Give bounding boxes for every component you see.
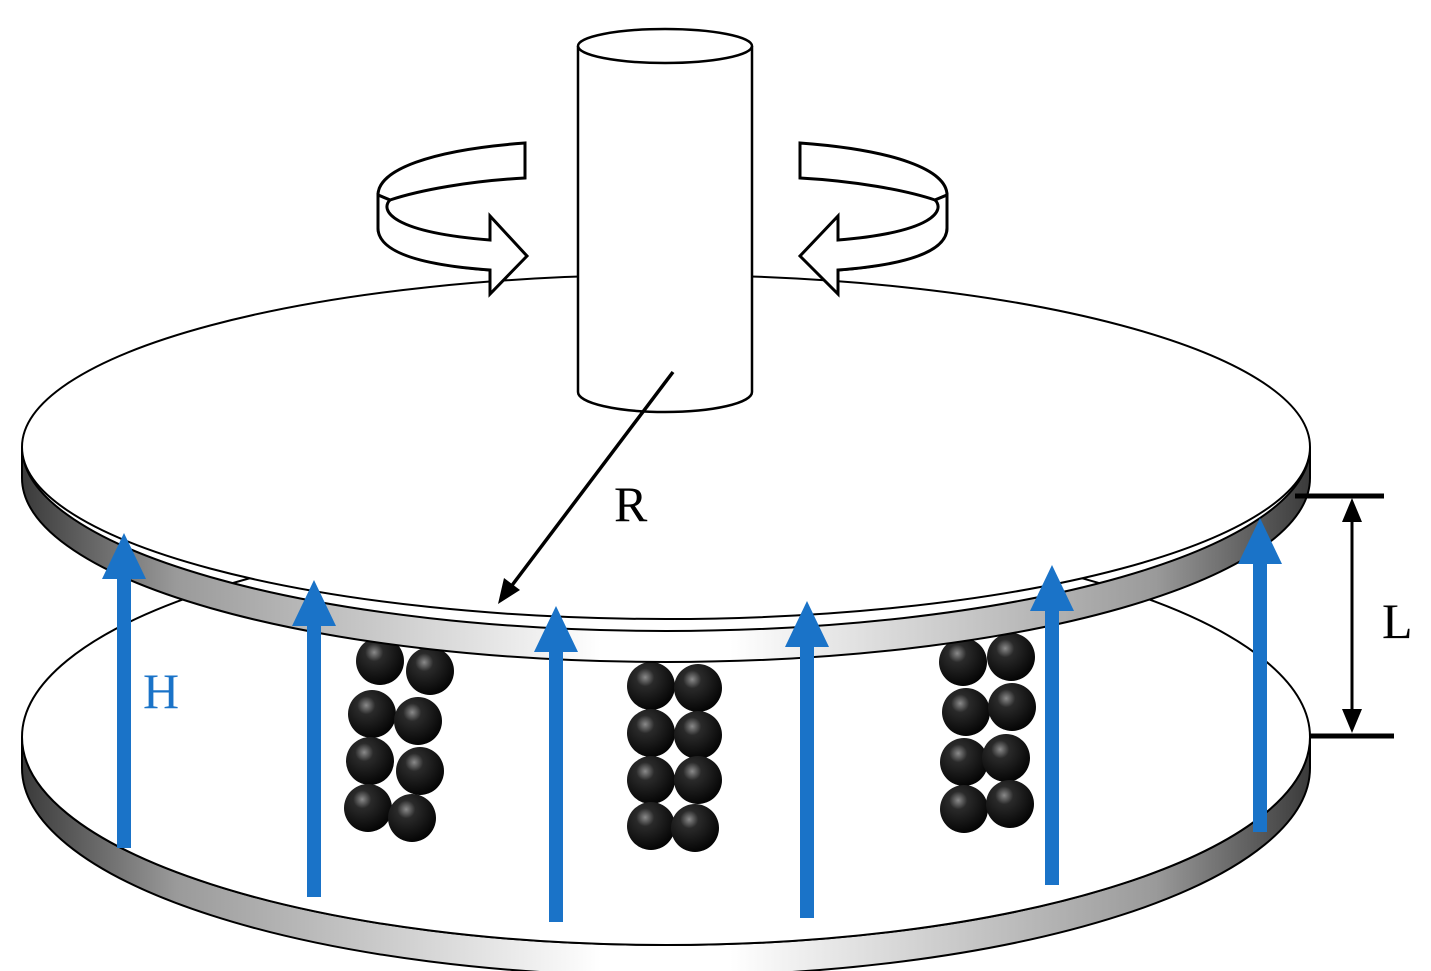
particle-icon bbox=[671, 804, 719, 852]
particle-icon bbox=[986, 780, 1034, 828]
particle-icon bbox=[988, 683, 1036, 731]
gap-label: L bbox=[1382, 593, 1413, 649]
particle-icon bbox=[674, 756, 722, 804]
particle-icon bbox=[982, 734, 1030, 782]
particle-icon bbox=[406, 647, 454, 695]
particle-chains bbox=[344, 633, 1036, 852]
particle-icon bbox=[627, 802, 675, 850]
field-arrow-icon bbox=[1238, 518, 1282, 832]
particle-icon bbox=[346, 737, 394, 785]
particle-icon bbox=[987, 633, 1035, 681]
particle-icon bbox=[940, 785, 988, 833]
particle-icon bbox=[939, 638, 987, 686]
radius-arrow-icon bbox=[498, 370, 675, 604]
particle-icon bbox=[627, 662, 675, 710]
shaft-icon bbox=[576, 27, 754, 414]
particle-icon bbox=[627, 756, 675, 804]
rotation-arrow-left-icon bbox=[376, 141, 530, 298]
left-chain bbox=[344, 637, 454, 842]
particle-icon bbox=[348, 690, 396, 738]
field-arrow-icon bbox=[534, 606, 578, 922]
field-arrow-icon bbox=[1030, 565, 1074, 885]
magnetic-field-arrows bbox=[102, 518, 1282, 922]
particle-icon bbox=[394, 697, 442, 745]
radius-label: R bbox=[614, 476, 648, 532]
field-arrow-icon bbox=[292, 580, 336, 897]
particle-icon bbox=[396, 747, 444, 795]
field-arrow-icon bbox=[785, 601, 829, 918]
particle-icon bbox=[627, 709, 675, 757]
particle-icon bbox=[674, 711, 722, 759]
rotation-arrow-right-icon bbox=[797, 141, 949, 298]
gap-arrowhead-down-icon bbox=[1342, 709, 1362, 733]
middle-chain bbox=[627, 662, 722, 852]
field-arrow-icon bbox=[102, 533, 146, 848]
particle-icon bbox=[942, 688, 990, 736]
right-chain bbox=[939, 633, 1036, 833]
top-plate-rim bbox=[21, 446, 1311, 663]
gap-dimension bbox=[1295, 493, 1394, 739]
particle-icon bbox=[356, 637, 404, 685]
particle-icon bbox=[344, 784, 392, 832]
field-label: H bbox=[143, 663, 179, 719]
particle-icon bbox=[940, 738, 988, 786]
particle-icon bbox=[674, 664, 722, 712]
top-plate bbox=[21, 274, 1311, 663]
particle-icon bbox=[388, 794, 436, 842]
gap-arrowhead-up-icon bbox=[1342, 498, 1362, 522]
